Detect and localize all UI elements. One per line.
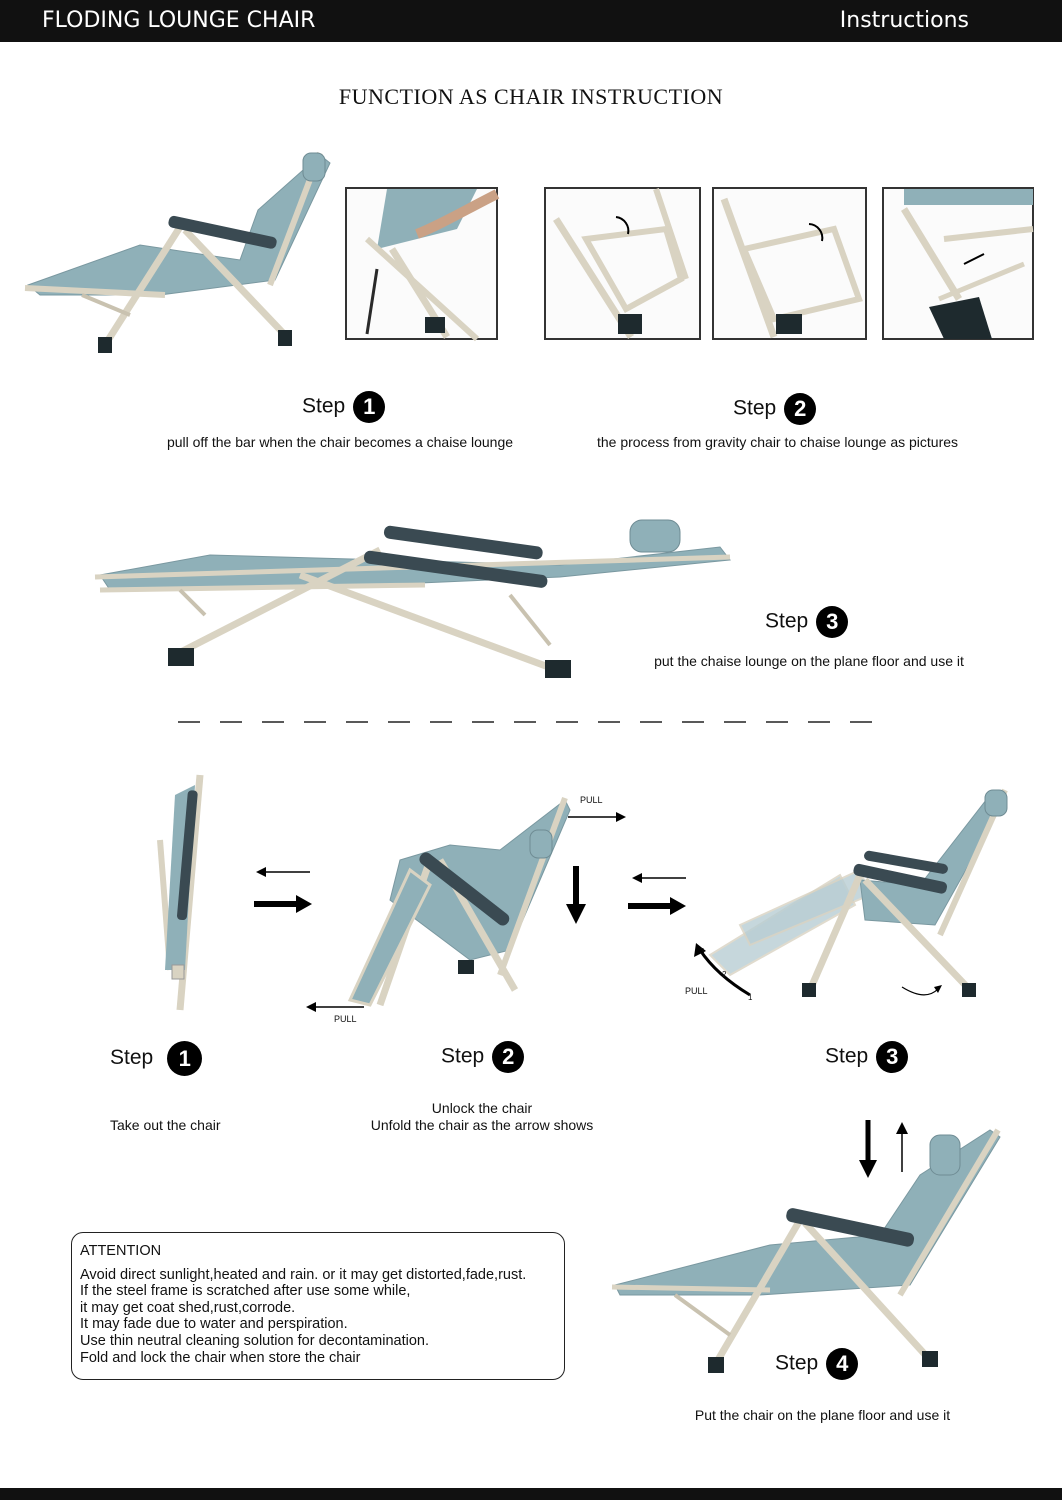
step-number-badge: 1 bbox=[353, 391, 386, 423]
arrows-step2-to-3 bbox=[628, 873, 686, 915]
detail-photo-3 bbox=[712, 187, 867, 340]
pull-arrow-top bbox=[568, 812, 626, 822]
header-instructions: Instructions bbox=[839, 8, 969, 33]
attention-line: Fold and lock the chair when store the c… bbox=[80, 1349, 361, 1366]
pull-label-rotate: PULL bbox=[685, 986, 708, 996]
detail-photo-2 bbox=[544, 187, 701, 340]
attention-line: Avoid direct sunlight,heated and rain. o… bbox=[80, 1266, 527, 1283]
step-number-badge: 4 bbox=[826, 1348, 859, 1380]
header-title: FLODING LOUNGE CHAIR bbox=[42, 8, 316, 33]
bottom-step1-caption: Take out the chair bbox=[110, 1117, 221, 1133]
step-number-badge: 3 bbox=[816, 606, 849, 638]
attention-line: It may fade due to water and perspiratio… bbox=[80, 1316, 348, 1333]
top-step1-caption: pull off the bar when the chair becomes … bbox=[166, 434, 514, 450]
attention-line: it may get coat shed,rust,corrode. bbox=[80, 1299, 296, 1316]
detail-photo-1 bbox=[345, 187, 500, 342]
pull-arrow-bottom bbox=[306, 1002, 364, 1012]
pull-label-bottom: PULL bbox=[334, 1014, 357, 1024]
step-number-badge: 2 bbox=[492, 1041, 525, 1073]
bottom-step2-caption: Unlock the chair Unfold the chair as the… bbox=[370, 1100, 594, 1133]
recliner-final-image bbox=[611, 1128, 1001, 1373]
attention-box: ATTENTION Avoid direct sunlight,heated a… bbox=[71, 1232, 565, 1380]
rotate-number-2: 2 bbox=[722, 970, 727, 979]
adjusting-chair-image bbox=[694, 788, 1008, 997]
bottom-step4-caption: Put the chair on the plane floor and use… bbox=[694, 1407, 951, 1423]
down-arrow bbox=[566, 866, 586, 924]
recliner-chair-image bbox=[24, 151, 331, 353]
rotate-number-1: 1 bbox=[748, 993, 753, 1002]
header-bar: FLODING LOUNGE CHAIR Instructions bbox=[0, 0, 1062, 42]
page-title: FUNCTION AS CHAIR INSTRUCTION bbox=[338, 84, 724, 109]
folded-chair-image bbox=[157, 774, 204, 1011]
step-number-badge: 3 bbox=[876, 1041, 909, 1073]
detail-photo-4 bbox=[882, 187, 1034, 340]
section-divider bbox=[178, 721, 886, 723]
arrows-step1-to-2 bbox=[254, 867, 312, 913]
footer-bar bbox=[0, 1488, 1062, 1500]
attention-line: If the steel frame is scratched after us… bbox=[80, 1283, 411, 1300]
top-step2-caption: the process from gravity chair to chaise… bbox=[596, 434, 959, 450]
attention-heading: ATTENTION bbox=[80, 1243, 162, 1259]
up-down-arrows bbox=[859, 1120, 908, 1178]
attention-line: Use thin neutral cleaning solution for d… bbox=[80, 1332, 430, 1349]
rotate-number-3: 3 bbox=[700, 947, 705, 956]
step-number-badge: 2 bbox=[784, 393, 817, 425]
pull-label-top: PULL bbox=[580, 795, 603, 805]
chaise-lounge-image bbox=[94, 519, 731, 679]
top-step3-caption: put the chaise lounge on the plane floor… bbox=[654, 653, 964, 669]
step-number-badge: 1 bbox=[167, 1041, 203, 1076]
unfolding-chair-image bbox=[347, 796, 571, 1007]
